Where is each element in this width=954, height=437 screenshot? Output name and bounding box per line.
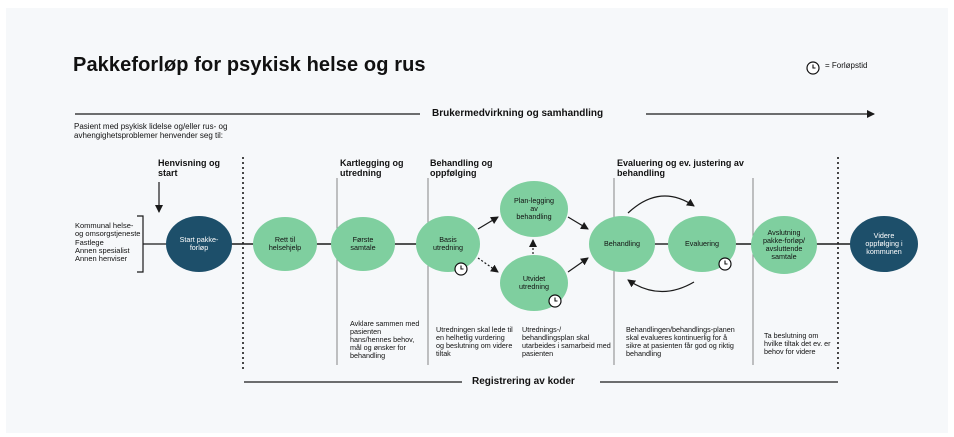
arrow-utvidet-to-behandling — [567, 257, 589, 273]
page-title: Pakkeforløp for psykisk helse og rus — [73, 54, 426, 76]
node-videre-oppfolging: Videre oppfølging i kommunen — [850, 216, 918, 272]
top-banner-label: Brukermedvirkning og samhandling — [426, 108, 610, 120]
note-utredningen: Utredningen skal lede til en helhetlig v… — [436, 325, 513, 359]
intro-text: Pasient med psykisk lidelse og/eller rus… — [74, 122, 228, 140]
note-beslutning: Ta beslutning om hvilke tiltak det ev. e… — [764, 331, 831, 357]
node-basis-utredning: Basis utredning — [416, 216, 480, 272]
clock-icon — [718, 257, 732, 271]
arrow-basis-to-utvidet — [477, 257, 499, 273]
clock-icon — [806, 61, 820, 75]
clock-icon — [454, 262, 468, 276]
node-rett-til-helsehjelp: Rett til helsehjelp — [253, 217, 317, 271]
node-start-pakkeforlop: Start pakke-forløp — [166, 216, 232, 272]
referrer-item: Fastlege — [75, 237, 104, 247]
referrer-item: Annen henviser — [75, 254, 128, 263]
arrow-planlegging-to-behandling — [567, 216, 589, 230]
referrer-item: Kommunal helse- og omsorgstjeneste — [75, 221, 141, 239]
bottom-banner-label: Registrering av koder — [466, 376, 581, 388]
note-avklare: Avklare sammen med pasienten hans/hennes… — [350, 319, 420, 361]
note-behandlingsplanen: Behandlingen/behandlings-planen skal eva… — [626, 325, 735, 359]
clock-icon — [548, 294, 562, 308]
stage-heading-evaluering: Evaluering og ev. justering av behandlin… — [617, 158, 744, 179]
stage-heading-kartlegging: Kartlegging og utredning — [340, 158, 404, 179]
stage-heading-behandling: Behandling og oppfølging — [430, 158, 493, 179]
stage-heading-henvisning: Henvisning og start — [158, 158, 221, 179]
note-utredningsplan: Utrednings-/ behandlingsplan skal utarbe… — [522, 325, 611, 359]
loop-arrow-bottom — [627, 279, 695, 293]
referrer-item: Annen spesialist — [75, 245, 130, 255]
loop-arrow-top — [627, 195, 695, 214]
arrow-basis-to-planlegging — [477, 216, 499, 230]
node-behandling: Behandling — [589, 216, 655, 272]
node-avslutning: Avslutning pakke-forløp/ avsluttende sam… — [751, 216, 817, 274]
legend-label: = Forløpstid — [825, 61, 868, 70]
node-forste-samtale: Første samtale — [331, 217, 395, 271]
node-planlegging-av-behandling: Plan-legging av behandling — [500, 181, 568, 237]
referrer-list: Kommunal helse- og omsorgstjeneste Fastl… — [75, 221, 143, 263]
